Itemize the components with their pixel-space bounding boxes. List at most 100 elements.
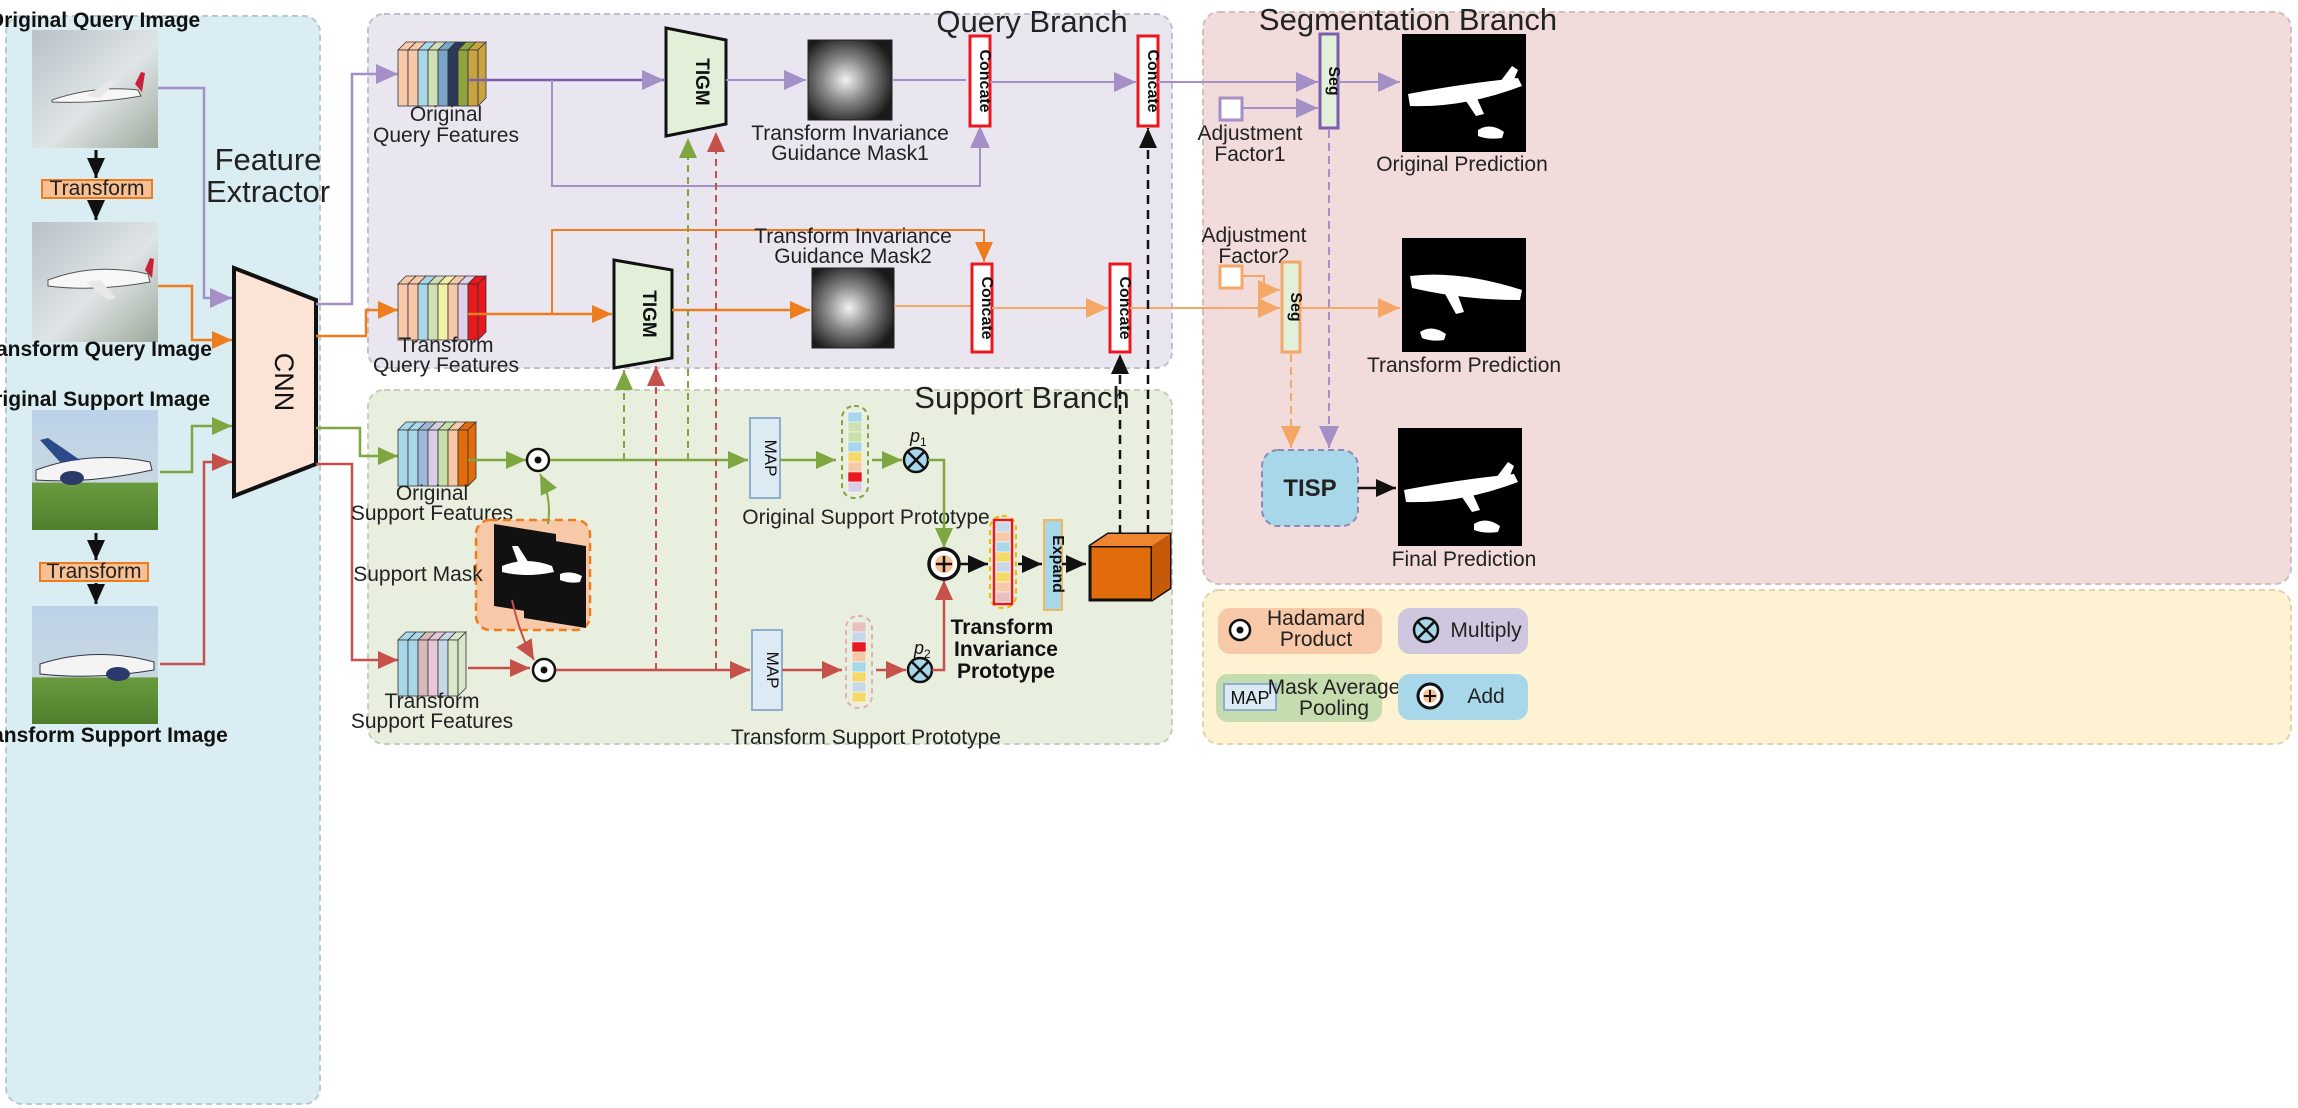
prototype-cell: [995, 551, 1011, 563]
support-mask-label: Support Mask: [353, 563, 483, 586]
original-prediction-label: Original Prediction: [1376, 153, 1548, 176]
support-mask: [494, 524, 586, 628]
transform-prediction-label: Transform Prediction: [1367, 354, 1561, 377]
transform-prediction-mask: [1402, 238, 1526, 352]
feature-slice: [417, 639, 429, 697]
prototype-cell: [847, 421, 863, 433]
tigm-2-label: TIGM: [638, 290, 659, 338]
legend-hadamard-label1: Hadamard: [1267, 607, 1365, 630]
feature-slice: [437, 639, 449, 697]
guidance-mask-2: [811, 267, 895, 349]
feature-slice: [407, 283, 419, 341]
transform-box-2: [39, 562, 149, 582]
feature-slice: [437, 283, 449, 341]
invariance-prototype-label1: Transform: [951, 616, 1054, 639]
feature-slice: [447, 429, 459, 487]
support-branch-title: Support Branch: [914, 380, 1129, 415]
feature-slice: [447, 639, 459, 697]
transform-support-prototype-label: Transform Support Prototype: [731, 726, 1001, 749]
feature-slice: [447, 283, 459, 341]
concat-3-label: Concate: [978, 276, 995, 339]
final-prediction-label: Final Prediction: [1392, 548, 1537, 571]
query-branch-title: Query Branch: [936, 4, 1127, 39]
feature-slice: [417, 283, 429, 341]
original-query-image-label: Original Query Image: [0, 9, 200, 32]
original-query-image: [32, 30, 158, 148]
feature-slice: [407, 639, 419, 697]
cnn-label: CNN: [269, 353, 299, 412]
adjustment-factor-2-box: [1218, 264, 1244, 290]
feature-slice: [397, 429, 409, 487]
feature-slice: [437, 429, 449, 487]
transform-query-features-stack: [397, 275, 487, 341]
feature-slice: [407, 49, 419, 107]
feature-slice: [427, 429, 439, 487]
transform-box-1-label: Transform: [50, 177, 145, 200]
map-1-label: MAP: [761, 440, 780, 477]
feature-slice: [427, 639, 439, 697]
qfeat-to-concat-arrow: [551, 80, 990, 187]
original-support-prototype: [841, 405, 869, 499]
prototype-outline: [989, 515, 1017, 609]
transform-support-features-label2: Support Features: [351, 710, 513, 733]
prototype-cell: [851, 621, 867, 633]
mask1-label2: Guidance Mask1: [771, 142, 929, 165]
transform-query-features-label1: Transform: [399, 334, 494, 357]
prototype-cell: [995, 531, 1011, 543]
prototype-outline: [841, 405, 869, 499]
prototype-cell: [851, 631, 867, 643]
tsupport-to-cnn-arrow: [160, 453, 232, 666]
multiply-1: [902, 446, 930, 474]
feature-slice: [457, 49, 469, 107]
adjustment-factor-2-label2: Factor2: [1218, 245, 1289, 268]
prototype-cell: [851, 671, 867, 683]
map-2-label: MAP: [763, 652, 782, 689]
legend-map-icon: [1223, 683, 1277, 711]
tqfeat-to-concat3-arrow: [551, 229, 993, 314]
multiply2-to-add-arrow: [932, 580, 953, 672]
legend-add-icon: [1416, 682, 1444, 710]
final-prediction-mask: [1398, 428, 1522, 546]
prototype-cell: [851, 641, 867, 653]
tisp-label: TISP: [1283, 475, 1336, 502]
feature-slice: [457, 429, 469, 487]
feature-slice: [467, 49, 479, 107]
feature-slice: [447, 49, 459, 107]
prototype-cell: [995, 541, 1011, 553]
map-1: [749, 417, 781, 499]
p2-label: p2: [913, 638, 931, 661]
expand-label: Expand: [1049, 535, 1066, 593]
transform-query-image: [32, 222, 158, 342]
prototype-frame: [992, 518, 1014, 606]
tigm-1: [664, 26, 728, 138]
legend-hadamard-box: [1218, 608, 1382, 654]
prototype-cell: [847, 471, 863, 483]
original-query-features-label1: Original: [410, 103, 482, 126]
original-support-features-label2: Support Features: [351, 502, 513, 525]
legend-map-icon-label: MAP: [1230, 688, 1269, 708]
p1-label: p1: [909, 426, 927, 449]
prototype-cell: [847, 441, 863, 453]
concat-1-label: Concate: [976, 49, 993, 112]
multiply1-to-add-arrow: [928, 458, 953, 548]
transform-box-2-label: Transform: [47, 560, 142, 583]
prototype-cell: [995, 561, 1011, 573]
cnn-to-sfeat-arrow: [316, 426, 398, 465]
prototype-cell: [847, 451, 863, 463]
segmentation-branch-title: Segmentation Branch: [1259, 2, 1557, 37]
legend-map-label1: Mask Average: [1268, 676, 1401, 699]
tigm-1-label: TIGM: [691, 58, 712, 106]
original-support-features-stack: [397, 421, 477, 487]
transform-invariance-prototype: [989, 515, 1017, 609]
original-support-image: [32, 410, 158, 530]
prototype-cell: [995, 521, 1011, 533]
tquery-to-cnn-arrow: [158, 284, 232, 349]
adjustment-factor-1-label1: Adjustment: [1197, 122, 1302, 145]
add-op: [927, 547, 961, 581]
feature-slice: [457, 283, 469, 341]
feature-slice: [397, 49, 409, 107]
mask2-label1: Transform Invariance: [754, 225, 952, 248]
feature-slice: [427, 49, 439, 107]
transform-support-image-label: Transform Support Image: [0, 724, 228, 747]
